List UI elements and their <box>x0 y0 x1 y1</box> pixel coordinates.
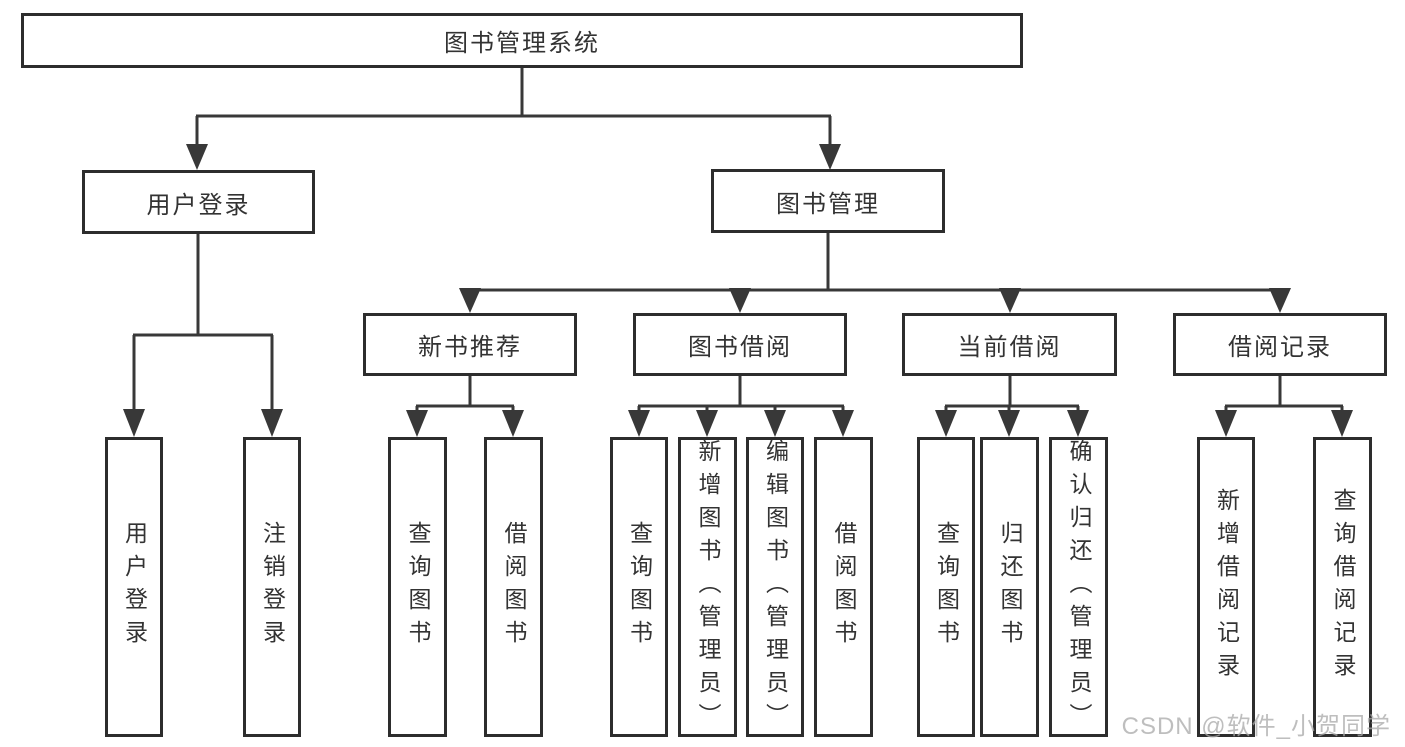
node-borrow-records: 借阅记录 <box>1173 313 1387 376</box>
node-leaf-query-borrow-record: 查询借阅记录 <box>1313 437 1372 737</box>
node-book-management: 图书管理 <box>711 169 945 233</box>
node-leaf-user-login: 用户登录 <box>105 437 163 737</box>
leaf-label: 借阅图书 <box>831 521 857 653</box>
node-leaf-return-book: 归还图书 <box>980 437 1039 737</box>
node-book-borrow: 图书借阅 <box>633 313 847 376</box>
node-leaf-query-book-current: 查询图书 <box>917 437 975 737</box>
node-leaf-add-book-admin: 新增图书（管理员） <box>678 437 737 737</box>
node-leaf-confirm-return-admin: 确认归还（管理员） <box>1049 437 1108 737</box>
node-leaf-borrow-book: 借阅图书 <box>814 437 873 737</box>
node-leaf-edit-book-admin: 编辑图书（管理员） <box>746 437 804 737</box>
leaf-label: 查询图书 <box>626 521 653 653</box>
node-new-book-recommend: 新书推荐 <box>363 313 577 376</box>
node-user-login: 用户登录 <box>82 170 315 234</box>
leaf-label: 查询图书 <box>933 521 960 653</box>
node-leaf-query-book-recommend: 查询图书 <box>388 437 447 737</box>
leaf-label: 注销登录 <box>259 521 286 653</box>
node-leaf-add-borrow-record: 新增借阅记录 <box>1197 437 1255 737</box>
node-leaf-query-book-borrow: 查询图书 <box>610 437 668 737</box>
leaf-label: 确认归还（管理员） <box>1066 438 1092 736</box>
leaf-label: 用户登录 <box>121 521 148 653</box>
node-leaf-logout: 注销登录 <box>243 437 301 737</box>
leaf-label: 借阅图书 <box>501 521 527 653</box>
leaf-label: 编辑图书（管理员） <box>762 438 789 736</box>
node-current-borrow: 当前借阅 <box>902 313 1117 376</box>
leaf-label: 新增借阅记录 <box>1213 488 1240 686</box>
leaf-label: 查询图书 <box>405 521 431 653</box>
node-leaf-borrow-book-recommend: 借阅图书 <box>484 437 543 737</box>
leaf-label: 查询借阅记录 <box>1330 488 1356 686</box>
csdn-watermark: CSDN @软件_小贺同学 <box>1121 713 1391 740</box>
leaf-label: 新增图书（管理员） <box>695 438 721 736</box>
leaf-label: 归还图书 <box>997 521 1023 653</box>
node-library-system: 图书管理系统 <box>21 13 1023 68</box>
